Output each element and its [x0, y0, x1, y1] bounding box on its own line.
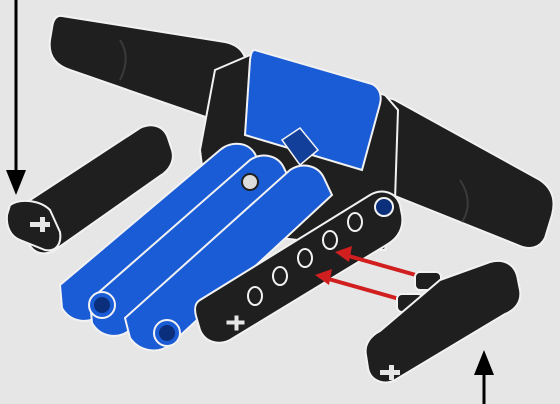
top-pin-hole — [242, 174, 258, 190]
liftarm-end-hole — [375, 198, 393, 216]
blue-beam-hole-2-inner — [159, 325, 175, 341]
blue-beam-hole-1-inner — [94, 297, 110, 313]
